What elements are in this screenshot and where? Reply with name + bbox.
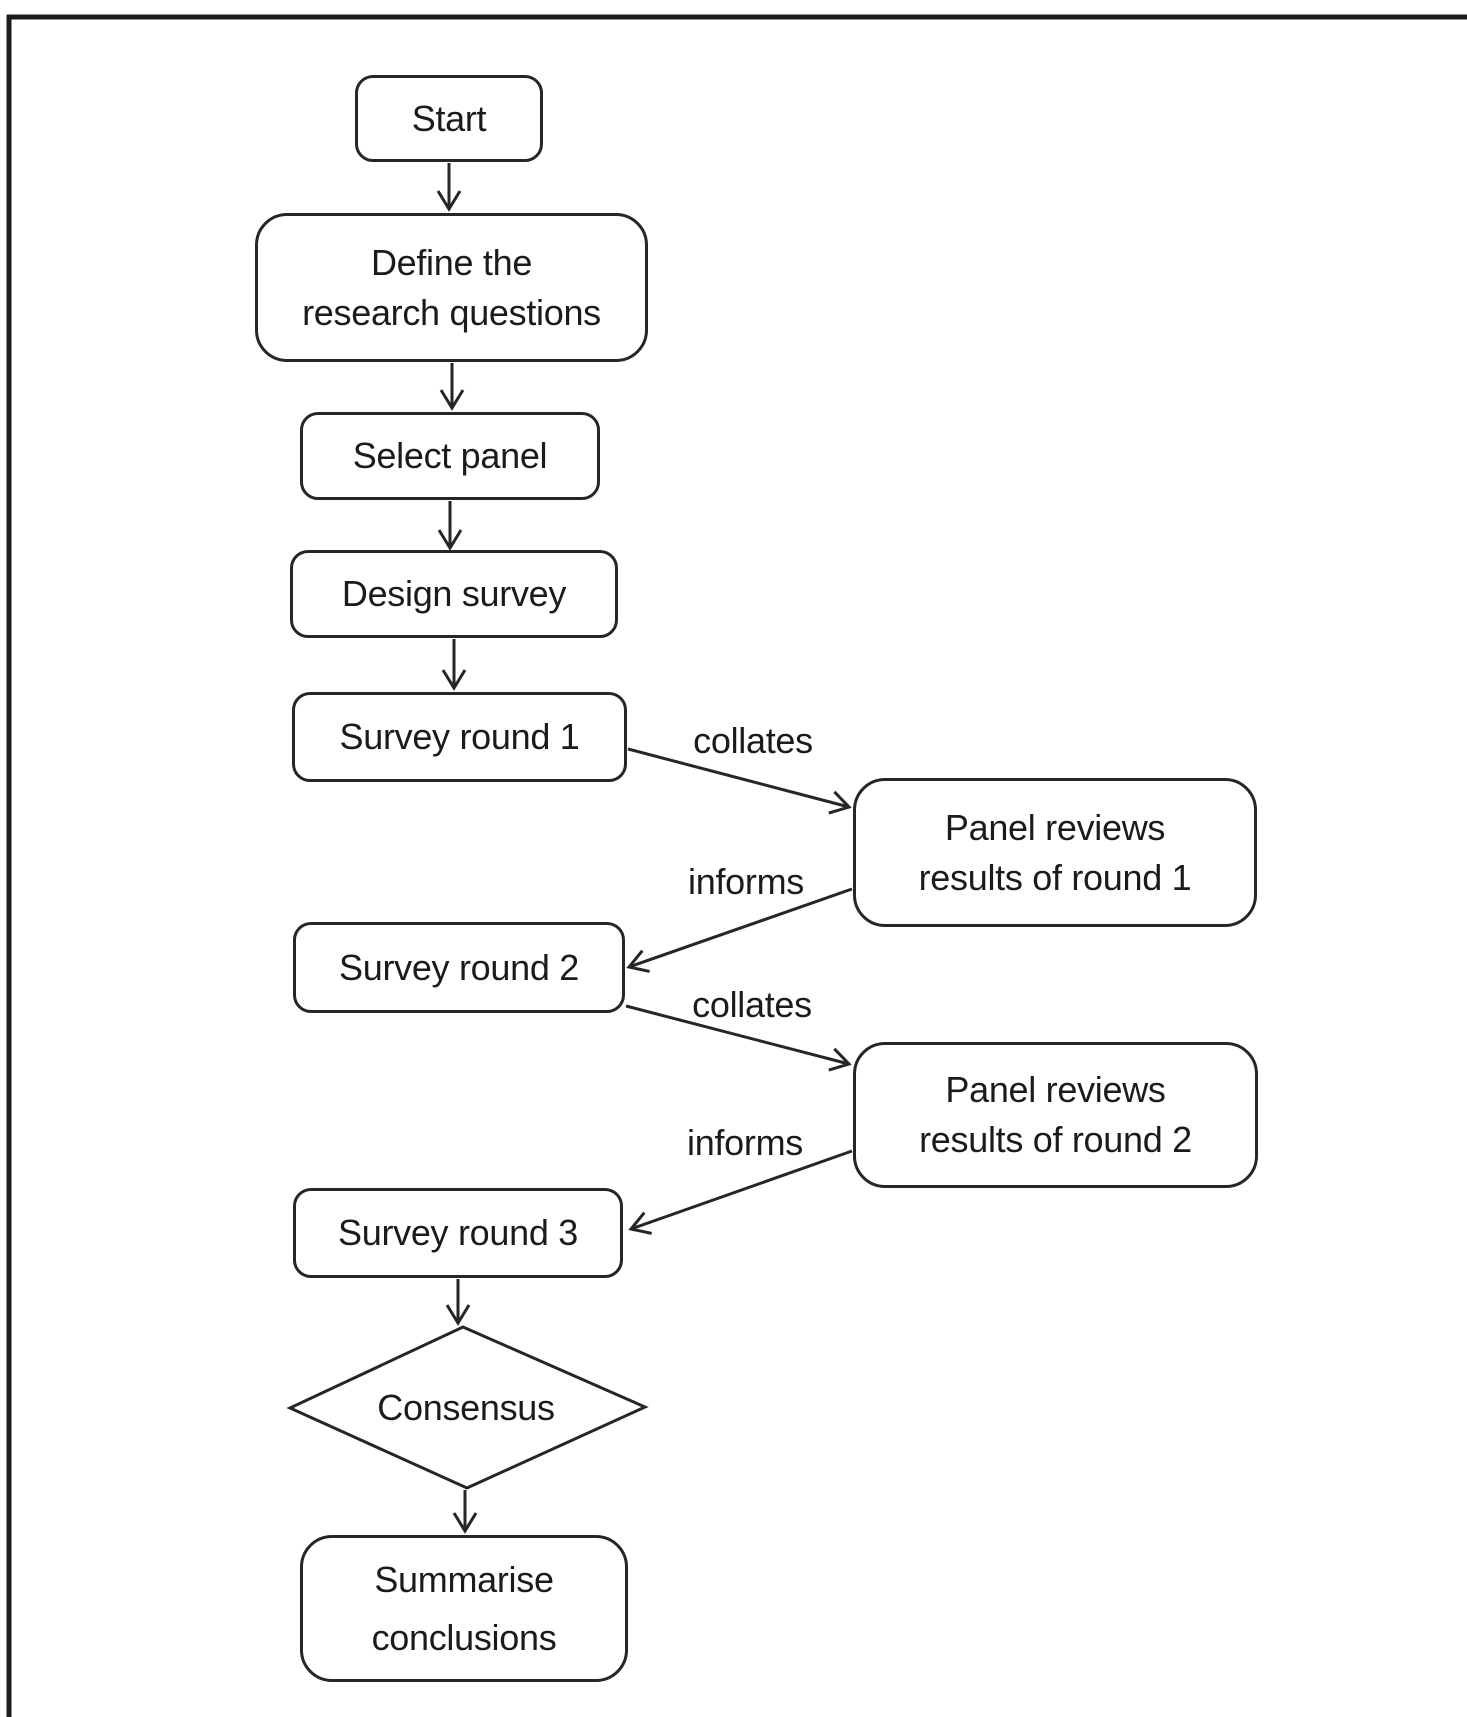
node-start: Start	[355, 75, 543, 162]
arrow-informs-round-2	[626, 887, 853, 973]
node-survey-round-3: Survey round 3	[293, 1188, 623, 1278]
node-panel-reviews-2-line-2: results of round 2	[919, 1119, 1192, 1160]
node-panel-reviews-1-line-1: Panel reviews	[944, 806, 1166, 848]
node-survey-round-1-label: Survey round 1	[339, 716, 580, 757]
node-define-label-line-1: Define the	[370, 241, 533, 283]
node-summarise-line-1: Summarise	[374, 1558, 554, 1600]
node-select-panel: Select panel	[300, 412, 600, 500]
node-start-label: Start	[411, 97, 487, 139]
node-panel-reviews-round-2: Panel reviews results of round 2	[853, 1042, 1258, 1188]
node-consensus-label: Consensus	[377, 1387, 555, 1428]
node-summarise-conclusions: Summarise conclusions	[300, 1535, 628, 1682]
node-summarise-line-2: conclusions	[371, 1616, 557, 1658]
consensus-diamond-shape	[286, 1325, 649, 1490]
arrow-informs-round-3	[628, 1149, 853, 1235]
node-design-survey-label: Design survey	[341, 573, 567, 614]
node-design-survey: Design survey	[290, 550, 618, 638]
node-survey-round-2: Survey round 2	[293, 922, 625, 1013]
edge-label-collates-2: collates	[692, 984, 812, 1025]
node-panel-reviews-2-line-1: Panel reviews	[945, 1069, 1166, 1110]
node-panel-reviews-round-1: Panel reviews results of round 1	[853, 778, 1257, 927]
node-survey-round-3-label: Survey round 3	[338, 1212, 578, 1253]
arrow-collates-round-1	[627, 747, 852, 815]
node-panel-reviews-1-line-2: results of round 1	[918, 856, 1192, 898]
edge-label-informs-1: informs	[688, 861, 804, 902]
node-survey-round-1: Survey round 1	[292, 692, 627, 782]
arrow-collates-round-2	[625, 1004, 852, 1072]
node-define-label-line-2: research questions	[302, 291, 601, 333]
edge-label-informs-2: informs	[687, 1122, 803, 1163]
node-survey-round-2-label: Survey round 2	[339, 946, 579, 988]
node-select-panel-label: Select panel	[352, 435, 548, 476]
edge-label-collates-1: collates	[693, 720, 813, 761]
node-define-research-questions: Define the research questions	[255, 213, 648, 362]
